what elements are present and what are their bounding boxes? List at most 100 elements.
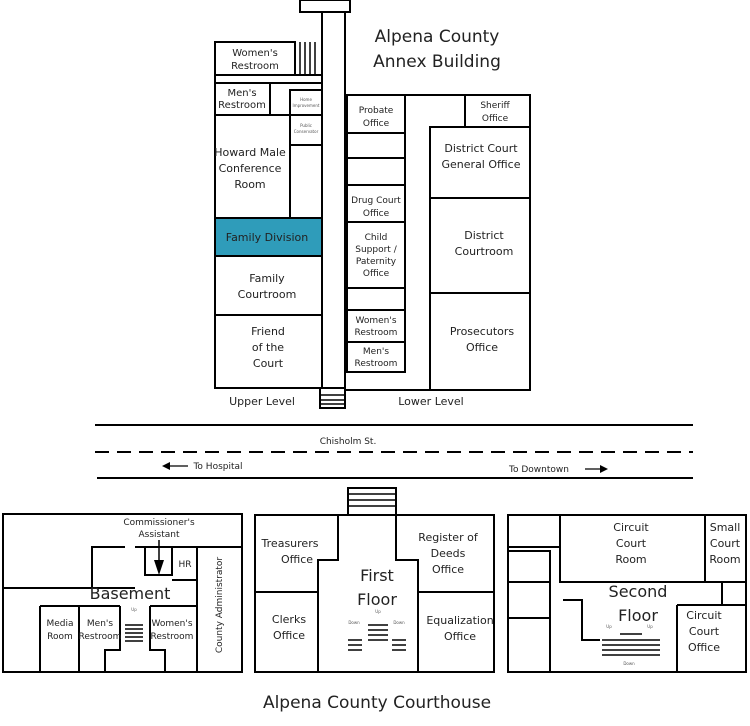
label: Down bbox=[623, 661, 635, 666]
label: Conservator bbox=[294, 129, 319, 134]
annex-upper-level: Women's Restroom Men's Restroom Home Imp… bbox=[214, 0, 351, 409]
upper-level-label: Upper Level bbox=[229, 395, 295, 408]
label: Child bbox=[365, 233, 388, 243]
upper-stairs bbox=[299, 42, 316, 75]
label: Office bbox=[273, 629, 305, 642]
label: Court bbox=[253, 357, 284, 370]
label: Down bbox=[393, 620, 405, 625]
room-hr[interactable]: HR bbox=[178, 560, 191, 570]
room-district-court-general[interactable] bbox=[429, 126, 531, 199]
room-district-courtroom[interactable] bbox=[429, 197, 531, 294]
street-name: Chisholm St. bbox=[320, 437, 377, 447]
label: Home bbox=[300, 97, 312, 102]
label: Room bbox=[709, 553, 740, 566]
label: Up bbox=[375, 609, 381, 614]
label: Restroom bbox=[218, 100, 266, 111]
room-register-of-deeds[interactable]: Register of bbox=[418, 531, 479, 544]
label: Office bbox=[444, 630, 476, 643]
label: of the bbox=[252, 341, 284, 354]
label: Restroom bbox=[151, 632, 194, 642]
room-child-support[interactable] bbox=[346, 221, 406, 289]
label: Men's bbox=[363, 347, 389, 357]
label: Probate bbox=[359, 106, 394, 116]
label: Court bbox=[710, 537, 741, 550]
chisholm-street: Chisholm St. To Hospital To Downtown bbox=[95, 424, 693, 479]
label: Restroom bbox=[355, 359, 398, 369]
lower-level-label: Lower Level bbox=[398, 395, 463, 408]
room-treasurers[interactable]: Treasurers bbox=[261, 537, 319, 550]
room-clerks[interactable]: Clerks bbox=[272, 613, 306, 626]
label: Office bbox=[466, 341, 498, 354]
label: Women's bbox=[355, 316, 396, 326]
room-media[interactable]: Media bbox=[46, 619, 73, 629]
label: Commissioner's bbox=[123, 518, 195, 528]
annex-title-line2: Annex Building bbox=[373, 52, 501, 72]
second-floor-stairs bbox=[602, 633, 660, 656]
room-mens-restroom[interactable]: Men's bbox=[87, 619, 113, 629]
room-womens-restroom-lower[interactable] bbox=[346, 309, 406, 343]
room-family-courtroom[interactable] bbox=[214, 255, 323, 316]
courthouse-title: Alpena County Courthouse bbox=[263, 693, 491, 713]
to-hospital-label: To Hospital bbox=[192, 462, 242, 472]
label: Office bbox=[482, 114, 509, 124]
label: Courtroom bbox=[238, 288, 297, 301]
room-circuit-court-room[interactable]: Circuit bbox=[613, 521, 649, 534]
label: Courtroom bbox=[455, 245, 514, 258]
label: Up bbox=[131, 607, 137, 612]
label: Conference bbox=[219, 162, 282, 175]
room-equalization[interactable]: Equalization bbox=[426, 614, 493, 627]
label: Office bbox=[363, 269, 390, 279]
label: Office bbox=[363, 209, 390, 219]
label: Assistant bbox=[138, 530, 179, 540]
label: Improvement bbox=[293, 103, 320, 108]
label: District Court bbox=[444, 142, 518, 155]
first-floor-stairs bbox=[348, 624, 406, 651]
label: Family bbox=[249, 272, 285, 285]
room-family-division[interactable] bbox=[214, 217, 323, 257]
annex-title-line1: Alpena County bbox=[375, 27, 500, 47]
room-circuit-court-office[interactable]: Circuit bbox=[686, 609, 722, 622]
upper-corridor bbox=[321, 9, 346, 391]
label: Family Division bbox=[226, 231, 309, 244]
label: Restroom bbox=[231, 61, 279, 72]
label: Restroom bbox=[79, 632, 122, 642]
label: Office bbox=[688, 641, 720, 654]
upper-gap bbox=[214, 74, 323, 84]
label: Room bbox=[47, 632, 73, 642]
label: Room bbox=[234, 178, 265, 191]
label: Public bbox=[300, 123, 312, 128]
courthouse-basement: Commissioner's Assistant HR County Admin… bbox=[2, 513, 243, 673]
room-friend-of-the-court[interactable] bbox=[214, 314, 323, 389]
room-sheriff[interactable] bbox=[464, 94, 531, 128]
room-drug-court[interactable] bbox=[346, 184, 406, 223]
basement-label: Basement bbox=[90, 584, 171, 603]
label: Men's bbox=[227, 88, 256, 99]
label: Restroom bbox=[355, 328, 398, 338]
label: Down bbox=[348, 620, 360, 625]
room-county-administrator[interactable]: County Administrator bbox=[215, 557, 225, 654]
room-womens-restroom-upper[interactable] bbox=[214, 41, 296, 76]
courthouse-first-floor: Treasurers Office Register of Deeds Offi… bbox=[254, 487, 495, 673]
label: Office bbox=[363, 119, 390, 129]
label: Paternity bbox=[356, 257, 397, 267]
arrow-down-icon bbox=[154, 560, 164, 575]
label: Prosecutors bbox=[450, 325, 515, 338]
to-downtown-label: To Downtown bbox=[508, 465, 569, 475]
second-floor-label: Floor bbox=[618, 606, 658, 625]
label: Howard Male bbox=[214, 146, 286, 159]
label: Room bbox=[615, 553, 646, 566]
label: Court bbox=[616, 537, 647, 550]
room-prosecutors[interactable] bbox=[429, 292, 531, 391]
room-womens-restroom[interactable]: Women's bbox=[151, 619, 192, 629]
second-floor-label: Second bbox=[609, 582, 668, 601]
label: District bbox=[464, 229, 504, 242]
first-floor-label: Floor bbox=[357, 590, 397, 609]
room-home-improvement[interactable] bbox=[289, 89, 323, 116]
first-floor-label: First bbox=[360, 566, 394, 585]
label: Up bbox=[647, 624, 653, 629]
label: Sheriff bbox=[480, 101, 510, 111]
courthouse-second-floor: Circuit Court Room Small Court Room Seco… bbox=[507, 514, 747, 673]
room-small-court-room[interactable]: Small bbox=[710, 521, 741, 534]
room-mens-restroom-lower[interactable] bbox=[346, 341, 406, 373]
